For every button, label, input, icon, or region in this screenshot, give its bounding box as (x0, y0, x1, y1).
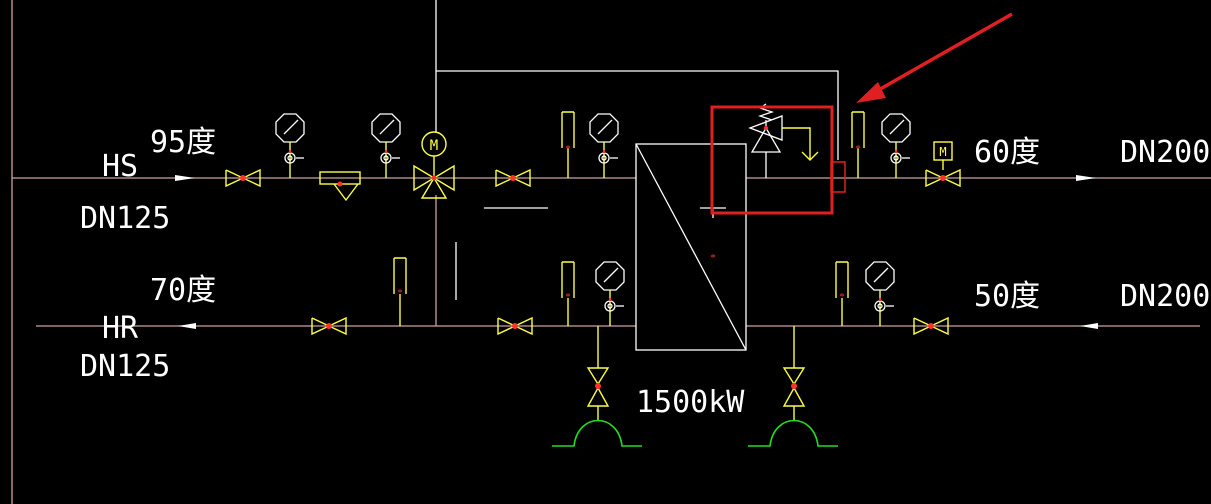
three-way-motorized-valve-icon: M (413, 131, 455, 199)
thermometer-icon: * (561, 261, 575, 326)
svg-text:*: * (566, 292, 571, 303)
flow-arrow-secondary-return (1080, 323, 1098, 329)
motor-letter: M (939, 145, 946, 159)
drain-funnel-icon (552, 419, 642, 447)
flow-arrow-hs (175, 175, 195, 181)
supply-size-label: DN125 (80, 201, 170, 236)
pressure-gauge-icon (371, 113, 401, 178)
gate-valve-icon (913, 316, 949, 336)
flow-arrow-hr (178, 323, 196, 329)
drain-funnel-icon (748, 419, 838, 447)
svg-text:*: * (856, 144, 861, 155)
pressure-relief-valve-icon (748, 103, 819, 178)
pressure-gauge-icon (275, 113, 305, 178)
pressure-gauge-icon (589, 113, 619, 178)
exchanger-capacity-label: 1500kW (636, 385, 745, 420)
thermometer-icon: * (851, 111, 865, 178)
svg-text:*: * (566, 144, 571, 155)
gate-valve-icon (495, 168, 531, 188)
motorized-valve-icon: M (933, 141, 953, 170)
secondary-return-size-label: DN200 (1120, 279, 1210, 314)
gate-valve-icon (925, 168, 961, 188)
secondary-supply-temp-label: 60度 (974, 135, 1040, 170)
pressure-gauge-icon (865, 261, 895, 326)
pressure-gauge-icon (881, 113, 911, 178)
y-strainer-icon (319, 171, 361, 202)
return-code-label: HR (102, 311, 139, 346)
gate-valve-icon (311, 316, 347, 336)
return-size-label: DN125 (80, 349, 170, 384)
svg-text:*: * (840, 292, 845, 303)
drain-valve (586, 326, 610, 420)
svg-text:*: * (398, 288, 403, 299)
secondary-supply-size-label: DN200 (1120, 135, 1210, 170)
supply-code-label: HS (102, 149, 138, 184)
supply-temp-label: 95度 (150, 125, 216, 160)
plate-heat-exchanger: * (635, 143, 747, 351)
svg-text:*: * (710, 252, 716, 264)
return-temp-label: 70度 (150, 273, 216, 308)
drain-valve (782, 326, 806, 420)
annotation-arrow-icon (856, 12, 1013, 103)
thermometer-icon: * (561, 111, 575, 178)
secondary-return-temp-label: 50度 (974, 279, 1040, 314)
gate-valve-icon (225, 168, 261, 188)
motor-letter: M (430, 138, 438, 154)
gate-valve-icon (497, 316, 533, 336)
thermometer-icon: * (393, 257, 407, 326)
control-line-loop (436, 70, 839, 160)
pressure-gauge-icon (595, 261, 625, 326)
thermometer-icon: * (835, 261, 849, 326)
flow-arrow-secondary-supply (1076, 175, 1096, 181)
annotation-highlight-box (710, 105, 834, 215)
